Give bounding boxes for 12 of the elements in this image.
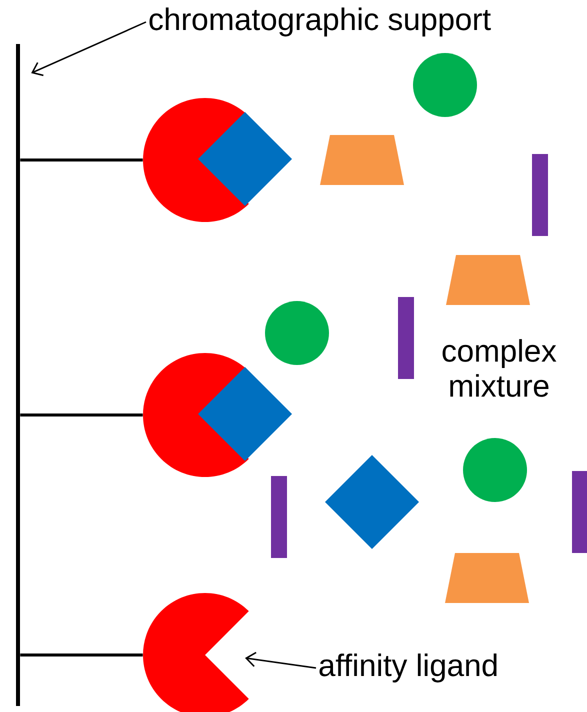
- tether-line: [20, 158, 143, 162]
- support-bar: [16, 44, 20, 706]
- text-label: complex mixture: [442, 339, 556, 397]
- ligand-with-bound-target: [143, 98, 292, 222]
- leader-arrow: [31, 21, 146, 76]
- text-label: chromatographic support: [150, 8, 491, 36]
- tether-line: [20, 414, 143, 416]
- tether-line: [20, 654, 143, 656]
- ligand-with-bound-target: [143, 353, 292, 477]
- leader-arrow: [245, 652, 316, 669]
- ligand-shape: [143, 593, 249, 712]
- text-label: affinity ligand: [320, 654, 497, 682]
